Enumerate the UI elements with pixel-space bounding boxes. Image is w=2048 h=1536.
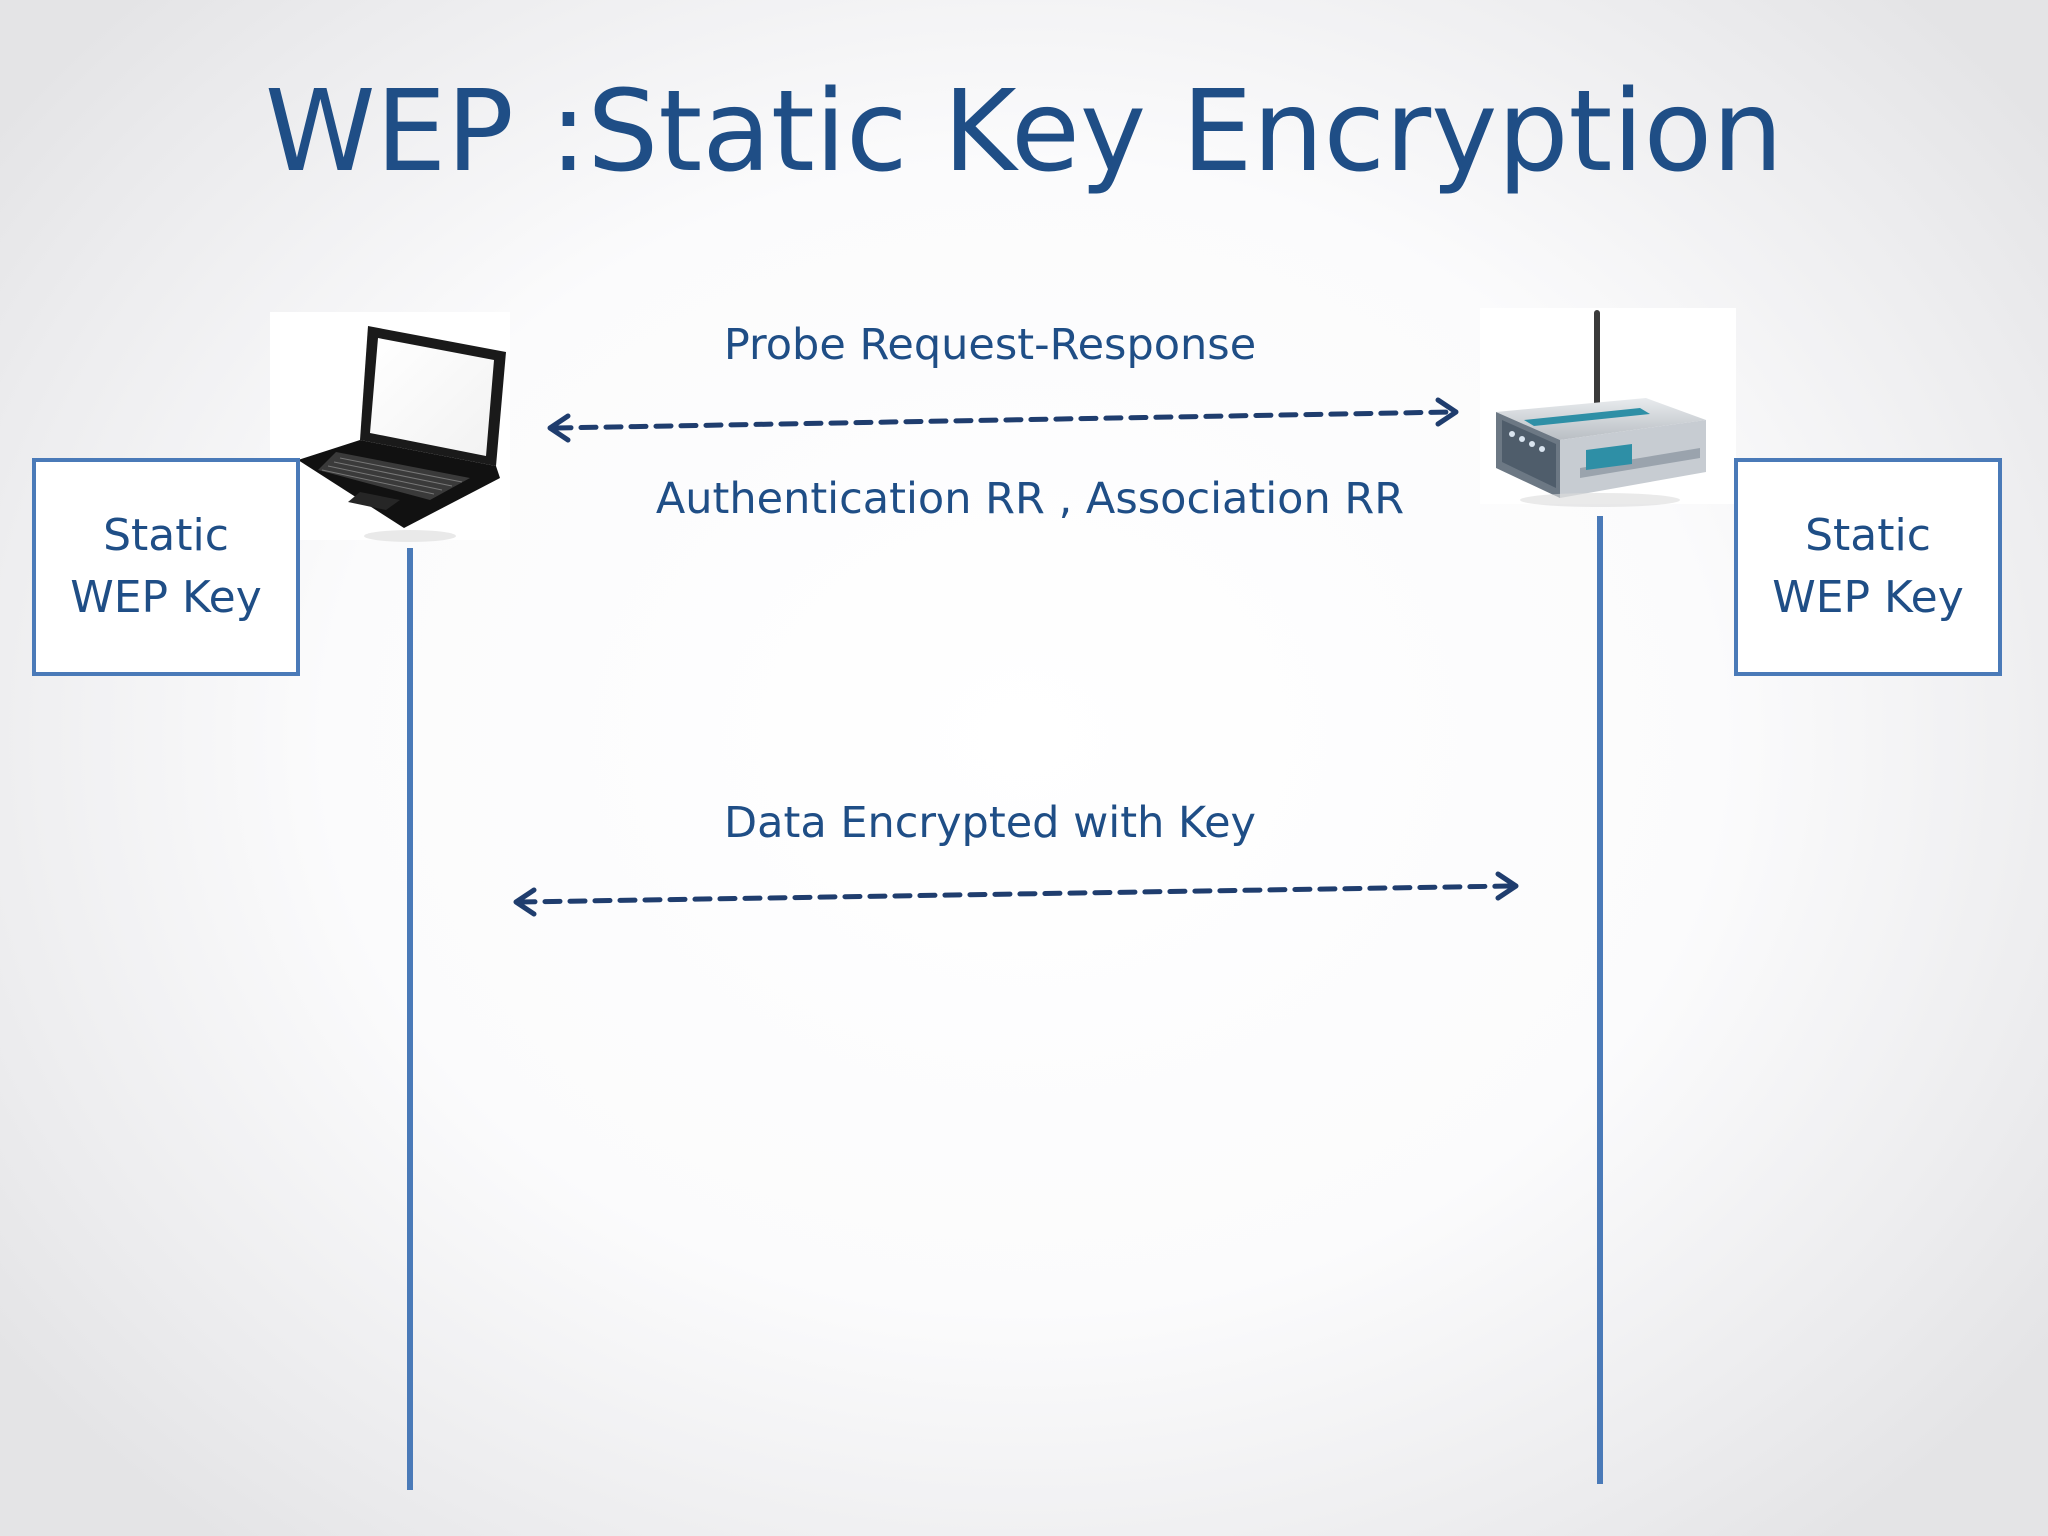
handshake-arrow bbox=[547, 397, 1459, 443]
data-arrow bbox=[513, 871, 1519, 917]
key-box-line1: Static bbox=[1805, 510, 1931, 561]
data-encrypted-label: Data Encrypted with Key bbox=[724, 798, 1256, 848]
ap-static-wep-key-box: Static WEP Key bbox=[1734, 458, 2002, 676]
probe-request-response-label: Probe Request-Response bbox=[723, 320, 1257, 370]
slide-title: WEP :Static Key Encryption bbox=[264, 67, 1784, 197]
key-box-line1: Static bbox=[103, 510, 229, 561]
laptop-icon bbox=[270, 312, 510, 542]
auth-assoc-label: Authentication RR , Association RR bbox=[655, 474, 1405, 524]
key-box-line2: WEP Key bbox=[70, 572, 262, 623]
wireless-router-icon bbox=[1480, 308, 1736, 507]
client-static-wep-key-box: Static WEP Key bbox=[32, 458, 300, 676]
key-box-line2: WEP Key bbox=[1772, 572, 1964, 623]
